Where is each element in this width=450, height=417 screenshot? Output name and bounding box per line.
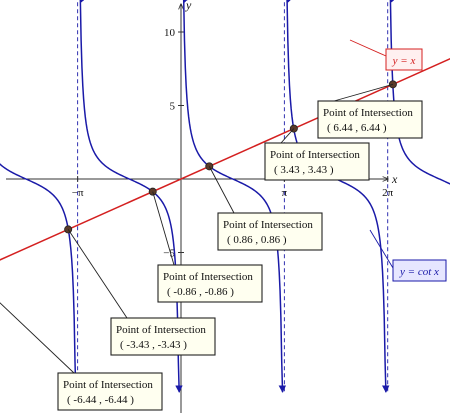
callout-leader-5 bbox=[0, 302, 75, 374]
callout-layer: Point of Intersection ( 6.44 , 6.44 ) Poin… bbox=[0, 83, 423, 411]
series-line-identity bbox=[0, 41, 450, 321]
callout-box-2 bbox=[217, 212, 323, 251]
intersection-point-4 bbox=[64, 225, 73, 234]
callout-coords-3: ( -0.86 , -0.86 ) bbox=[167, 286, 234, 298]
legend-box-1 bbox=[392, 259, 447, 282]
legend-leader-0 bbox=[349, 39, 387, 57]
callout-leader-3 bbox=[152, 191, 175, 266]
y-tick-label-0: 10 bbox=[164, 27, 176, 39]
callout-coords-0: ( 6.44 , 6.44 ) bbox=[327, 122, 387, 134]
legend-layer: y = x y = cot x bbox=[349, 39, 447, 282]
callout-leader-2 bbox=[208, 166, 235, 214]
callout-coords-5: ( -6.44 , -6.44 ) bbox=[67, 394, 134, 406]
callout-box-0 bbox=[317, 100, 423, 139]
cot-branch-2 bbox=[0, 0, 80, 393]
y-axis-label: y bbox=[185, 0, 192, 12]
callout-coords-1: ( 3.43 , 3.43 ) bbox=[274, 164, 334, 176]
callout-title-5: Point of Intersection bbox=[63, 379, 153, 391]
cot-branch-5 bbox=[285, 0, 390, 393]
legend-label-1: y = cot x bbox=[399, 266, 439, 278]
legend-leader-1 bbox=[369, 229, 394, 269]
y-tick-label-1: 5 bbox=[170, 101, 176, 113]
callout-box-1 bbox=[264, 142, 370, 181]
x-axis-label: x bbox=[391, 172, 398, 186]
x-tick-label-1: −π bbox=[72, 187, 84, 199]
callout-box-5 bbox=[57, 372, 163, 411]
callout-leader-1 bbox=[280, 128, 295, 144]
legend-label-0: y = x bbox=[392, 55, 416, 67]
legend-box-0 bbox=[385, 48, 423, 71]
callout-title-1: Point of Intersection bbox=[270, 149, 360, 161]
callout-title-0: Point of Intersection bbox=[323, 107, 413, 119]
callout-box-4 bbox=[110, 317, 216, 356]
x-tick-label-2: π bbox=[282, 187, 288, 199]
callout-title-2: Point of Intersection bbox=[223, 219, 313, 231]
callout-coords-4: ( -3.43 , -3.43 ) bbox=[120, 339, 187, 351]
callout-title-3: Point of Intersection bbox=[163, 271, 253, 283]
callout-leader-4 bbox=[67, 229, 128, 319]
callout-title-4: Point of Intersection bbox=[116, 324, 206, 336]
x-tick-label-3: 2π bbox=[382, 187, 394, 199]
callout-coords-2: ( 0.86 , 0.86 ) bbox=[227, 234, 287, 246]
callout-box-3 bbox=[157, 264, 263, 303]
callout-leader-0 bbox=[333, 83, 393, 102]
